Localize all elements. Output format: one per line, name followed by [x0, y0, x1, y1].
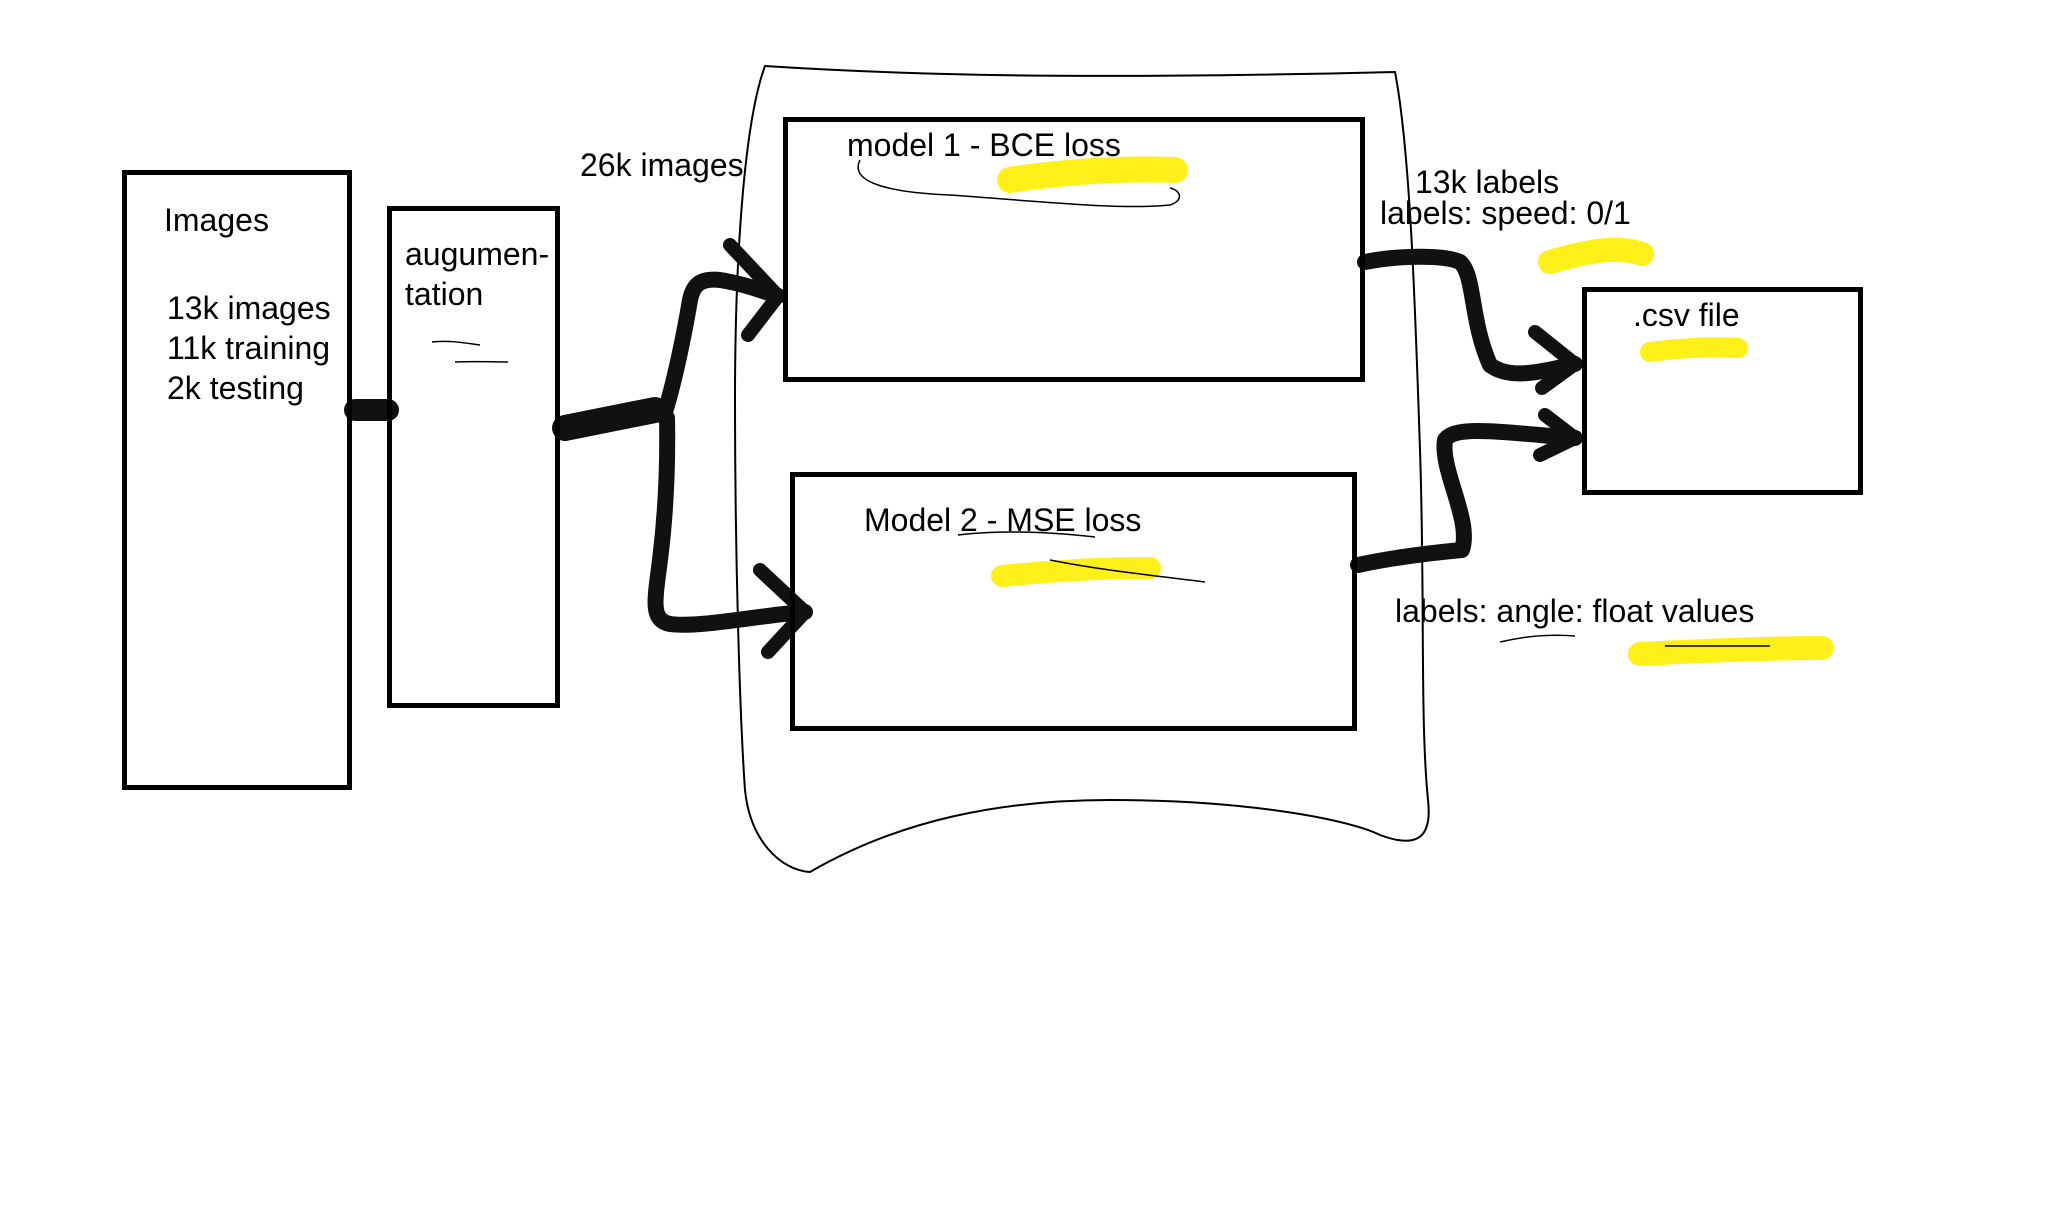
images-box	[122, 170, 352, 790]
arrow-to-model2	[647, 410, 813, 633]
augmentation-label-line1: augumen-	[405, 236, 550, 272]
augmentation-label-line2: tation	[405, 276, 484, 312]
csv-file-title: .csv file	[1633, 297, 1740, 333]
highlight-speed	[1538, 237, 1654, 274]
angle-labels-label: labels: angle: float values	[1395, 593, 1755, 629]
model2-title: Model 2 - MSE loss	[864, 502, 1142, 538]
arrow-model2-to-csv	[1350, 423, 1583, 573]
augmentation-box	[387, 206, 560, 708]
highlight-csv	[1640, 337, 1748, 362]
highlight-float	[1628, 636, 1834, 666]
underline-model2	[957, 531, 1096, 538]
arrow-to-model2-head	[753, 563, 812, 659]
images-box-stats: 13k images 11k training 2k testing	[167, 288, 331, 408]
model1-box	[783, 117, 1365, 382]
speed-labels-label: labels: speed: 0/1	[1380, 195, 1631, 231]
arrow-model1-to-csv-head	[1528, 325, 1582, 395]
arrow-model2-to-csv-head	[1533, 408, 1582, 462]
testing-count: 2k testing	[167, 370, 304, 406]
underline-model2b	[1049, 559, 1206, 583]
highlight-model2	[991, 557, 1161, 587]
images-box-title: Images	[164, 202, 269, 238]
speed-count-label: 13k labels	[1415, 164, 1560, 200]
underline-model1	[857, 159, 1181, 208]
images-count: 13k images	[167, 290, 331, 326]
highlight-model1	[997, 156, 1188, 193]
scribble-underlines	[431, 159, 1770, 647]
csv-file-box	[1582, 287, 1863, 495]
model2-box	[790, 472, 1357, 731]
flow-arrows	[344, 238, 1583, 659]
arrow-model1-to-csv	[1357, 248, 1583, 382]
model1-title: model 1 - BCE loss	[847, 127, 1121, 163]
arrow-to-model1-head	[723, 238, 785, 342]
models-enclosure	[733, 64, 1430, 874]
highlight-marks	[991, 156, 1834, 666]
underline-angle	[1499, 634, 1576, 643]
underline-aug-1	[431, 340, 481, 346]
arrow-augmentation-out	[552, 397, 668, 441]
arrow-to-model1	[657, 271, 786, 420]
training-count: 11k training	[167, 330, 331, 366]
augmented-count-label: 26k images	[580, 147, 744, 183]
augmentation-label: augumen- tation	[405, 234, 549, 314]
